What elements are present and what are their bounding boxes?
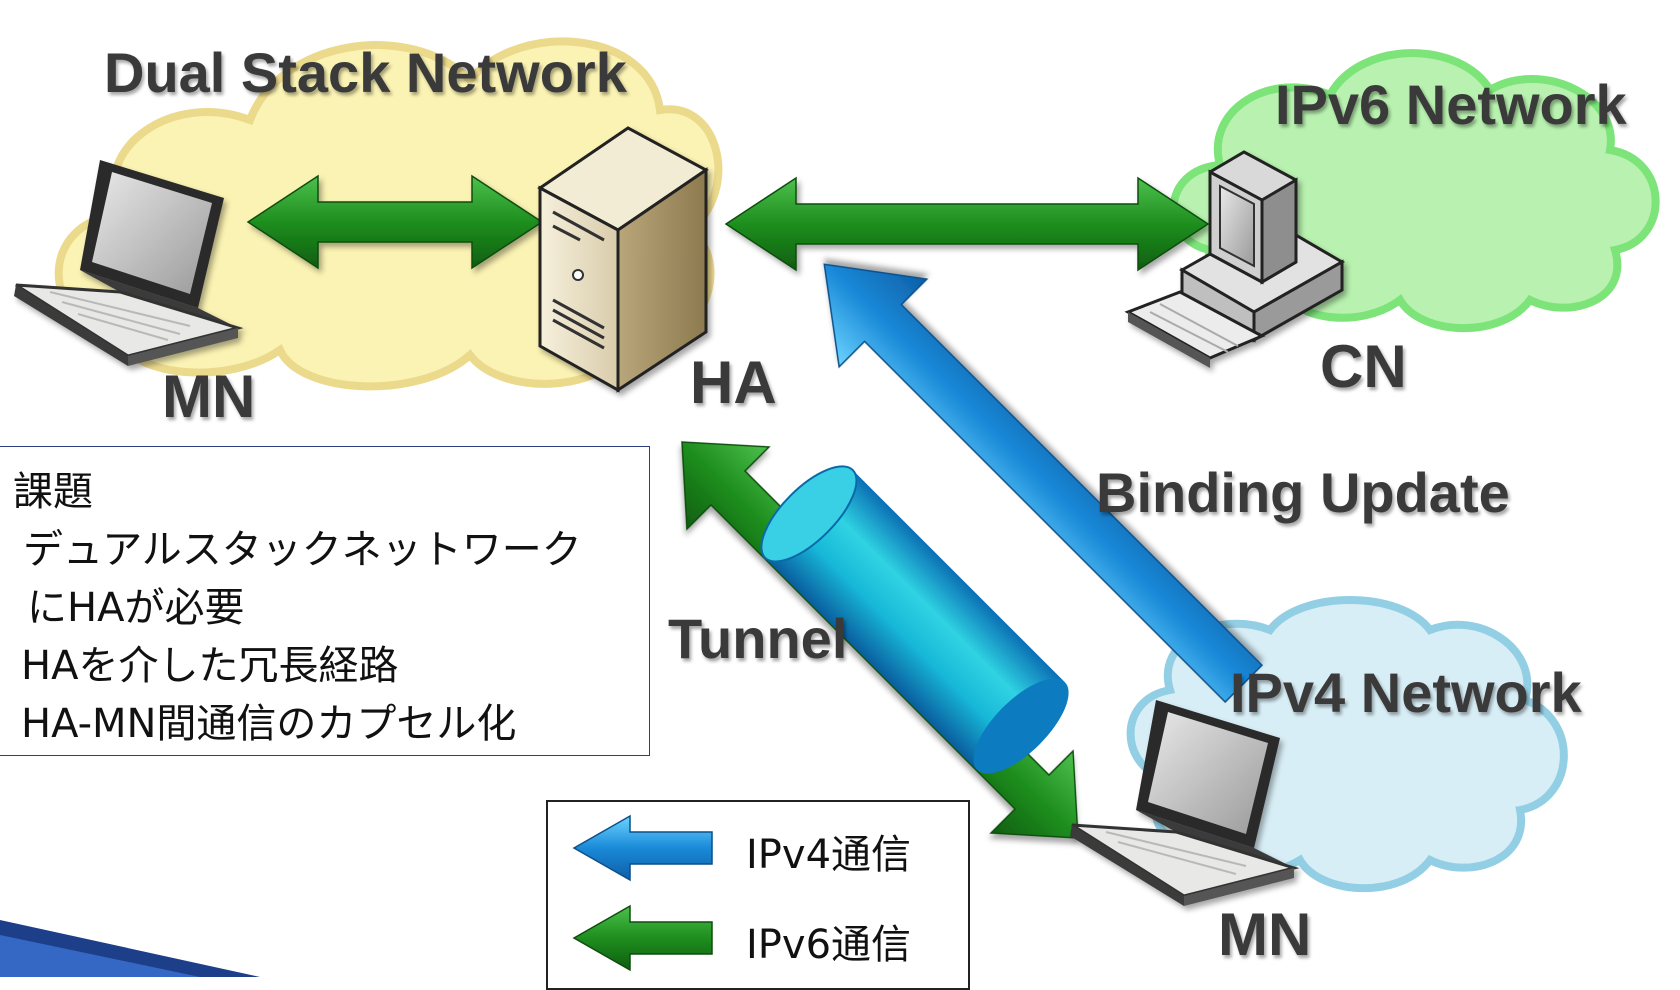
ipv6-network-label: IPv6 Network [1275, 73, 1627, 136]
legend-ipv6-label: IPv6通信 [746, 922, 912, 968]
ha-label: HA [690, 349, 777, 416]
ipv6-arrow-ha-cn [724, 176, 1210, 272]
slide-corner-decoration [0, 920, 260, 977]
mn-left-label: MN [162, 363, 256, 430]
mn-laptop-left-icon [14, 160, 244, 366]
tunnel-label: Tunnel [668, 607, 848, 670]
legend-ipv6-arrow-icon [572, 904, 713, 972]
issues-title: 課題 [13, 469, 93, 515]
cn-label: CN [1320, 333, 1407, 400]
ha-server-icon [537, 126, 709, 393]
issues-box: 課題 デュアルスタックネットワーク にHAが必要 HAを介した冗長経路 HA-M… [0, 446, 650, 756]
dual-stack-network-label: Dual Stack Network [104, 41, 627, 104]
issue-item: にHAが必要 [27, 585, 245, 631]
legend-ipv4-arrow-icon [572, 814, 713, 882]
binding-update-label: Binding Update [1096, 461, 1510, 524]
issue-item: HA-MN間通信のカプセル化 [21, 701, 517, 747]
tunnel-cylinder [760, 465, 1069, 774]
ipv4-binding-update-arrow [823, 263, 1264, 704]
issue-item: デュアルスタックネットワーク [23, 527, 582, 573]
mn-right-label: MN [1218, 901, 1312, 968]
mn-laptop-right-icon [1070, 700, 1300, 906]
ipv4-network-label: IPv4 Network [1230, 661, 1582, 724]
legend-ipv4-label: IPv4通信 [746, 832, 912, 878]
issue-item: HAを介した冗長経路 [21, 643, 399, 689]
cn-desktop-icon [1124, 150, 1346, 368]
